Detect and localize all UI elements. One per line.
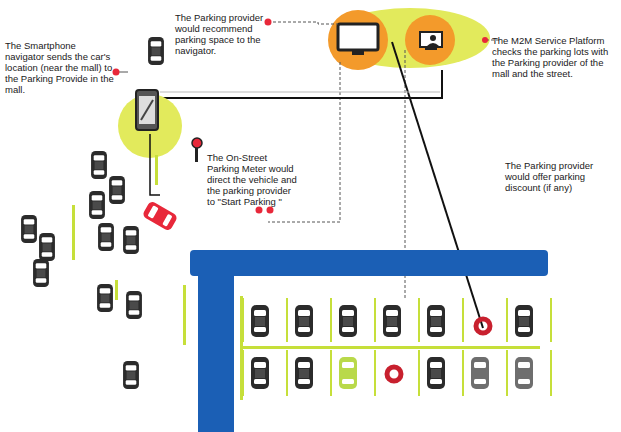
stall-line	[418, 350, 420, 396]
stall-line	[242, 350, 244, 396]
stall-line	[374, 298, 376, 342]
callout-text: The Parking provider would offer parking…	[505, 160, 615, 193]
callout-text: The Parking provider would recommend par…	[175, 12, 267, 56]
stall-line	[242, 298, 244, 342]
callout-text: The On-Street Parking Meter would direct…	[207, 152, 297, 207]
stall-line	[330, 350, 332, 396]
callout-text: The Smartphone navigator sends the car's…	[5, 40, 117, 95]
stall-line	[462, 298, 464, 342]
callout-text: The M2M Service Platform checks the park…	[492, 35, 616, 79]
stall-line	[506, 350, 508, 396]
stall-line	[286, 350, 288, 396]
stall-line	[374, 350, 376, 396]
stall-line	[418, 298, 420, 342]
stall-line	[330, 298, 332, 342]
stall-line	[550, 298, 552, 342]
stall-line	[506, 298, 508, 342]
stall-line	[286, 298, 288, 342]
stall-line	[550, 350, 552, 396]
stall-line	[462, 350, 464, 396]
